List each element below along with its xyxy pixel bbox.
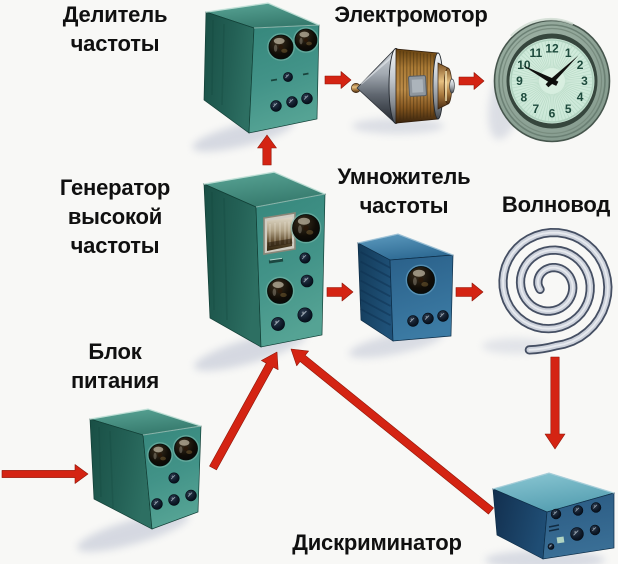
label-hf-generator: Генератор высокой частоты: [59, 173, 171, 260]
label-line: высокой: [67, 204, 163, 229]
label-discriminator: Дискриминатор: [292, 528, 462, 557]
flow-arrows: [1, 71, 566, 515]
arrow-divider-to-motor: [324, 71, 352, 89]
clock-numeral-6: 6: [549, 107, 556, 121]
label-power-supply: Блок питания: [71, 337, 159, 395]
clock-numeral-4: 4: [577, 90, 584, 104]
label-electric-motor: Электромотор: [334, 0, 487, 29]
arrow-generator-to-divider: [257, 134, 277, 166]
clock-numeral-5: 5: [565, 102, 572, 116]
clock-numeral-1: 1: [565, 46, 572, 60]
clock-numeral-3: 3: [581, 74, 588, 88]
waveguide-device: [503, 233, 608, 350]
clock-numeral-7: 7: [532, 102, 539, 116]
label-waveguide: Волновод: [502, 190, 610, 219]
label-line: частоты: [70, 233, 160, 258]
arrow-input-to-power-supply: [1, 464, 89, 484]
label-line: Дискриминатор: [292, 530, 462, 555]
label-line: питания: [70, 368, 160, 393]
frequency-divider-device: [203, 2, 320, 134]
arrow-power-supply-to-generator: [209, 351, 279, 471]
label-line: Делитель: [62, 2, 168, 27]
label-line: Генератор: [59, 175, 171, 200]
arrow-waveguide-to-discriminator: [544, 356, 566, 450]
arrow-discriminator-to-generator: [290, 348, 494, 515]
label-line: Волновод: [501, 192, 611, 217]
clock-numeral-9: 9: [516, 74, 523, 88]
label-frequency-multiplier: Умножитель частоты: [338, 162, 471, 220]
hf-generator-device: [202, 171, 327, 348]
clock-numeral-12: 12: [545, 42, 559, 56]
label-frequency-divider: Делитель частоты: [63, 0, 168, 58]
label-line: Электромотор: [334, 2, 488, 27]
discriminator-device: [491, 472, 616, 560]
arrow-multiplier-to-waveguide: [455, 282, 484, 302]
power-supply-device: [89, 408, 202, 530]
clock-device: 1 2 3 4 5 6 7 8 9 10 11 12: [493, 17, 611, 143]
label-line: частоты: [359, 193, 449, 218]
label-line: частоты: [70, 31, 160, 56]
clock-numeral-2: 2: [577, 58, 584, 72]
clock-numeral-8: 8: [521, 90, 528, 104]
label-line: Умножитель: [337, 164, 471, 189]
arrow-motor-to-clock: [458, 72, 485, 90]
clock-numeral-11: 11: [529, 46, 542, 60]
label-line: Блок: [88, 339, 142, 364]
electric-motor-device: [351, 48, 455, 124]
frequency-multiplier-device: [357, 233, 454, 342]
arrow-generator-to-multiplier: [326, 282, 354, 302]
